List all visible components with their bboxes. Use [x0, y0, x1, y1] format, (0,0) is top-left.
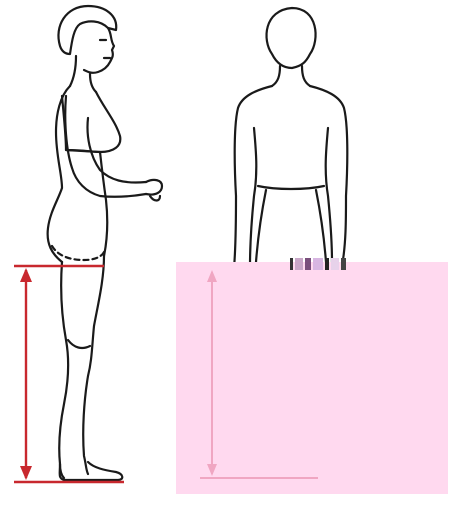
back-measure-arrow-top	[207, 270, 217, 282]
back-measure-faded	[200, 270, 318, 478]
glitch-artifact	[290, 258, 350, 270]
back-measure-arrow-bottom	[207, 464, 217, 476]
